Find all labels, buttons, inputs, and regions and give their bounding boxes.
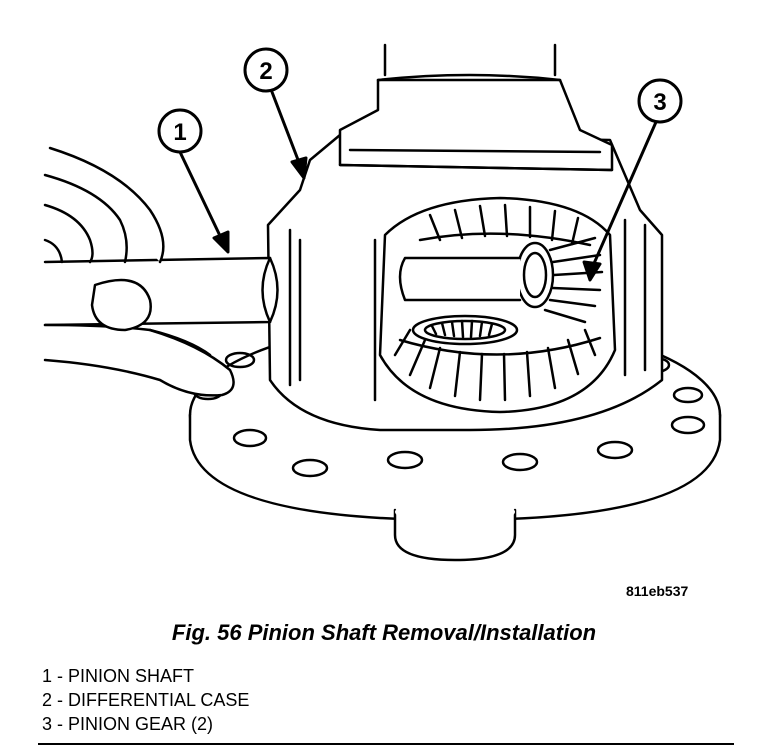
- legend-item: 1 - PINION SHAFT: [42, 666, 195, 686]
- legend: 1 - PINION SHAFT 2 - DIFFERENTIAL CASE 3…: [42, 664, 249, 736]
- legend-item: 2 - DIFFERENTIAL CASE: [42, 690, 250, 710]
- case-window: [378, 196, 617, 414]
- differential-illustration: 1 2 3: [43, 43, 722, 562]
- legend-item: 3 - PINION GEAR (2): [42, 714, 214, 734]
- callout-3-label: 3: [653, 89, 666, 116]
- figure-id: 811eb537: [626, 583, 689, 599]
- bottom-rule: [38, 743, 734, 745]
- callout-1: [157, 108, 203, 154]
- callout-3: [637, 78, 683, 124]
- callout-2: [243, 47, 289, 93]
- callout-2-label: 2: [259, 58, 272, 85]
- callout-leaders: [178, 90, 658, 282]
- hand: [43, 146, 235, 397]
- figure-caption: Fig. 56 Pinion Shaft Removal/Installatio…: [171, 620, 597, 645]
- bottom-hub: [393, 500, 517, 562]
- callout-1-label: 1: [173, 119, 186, 146]
